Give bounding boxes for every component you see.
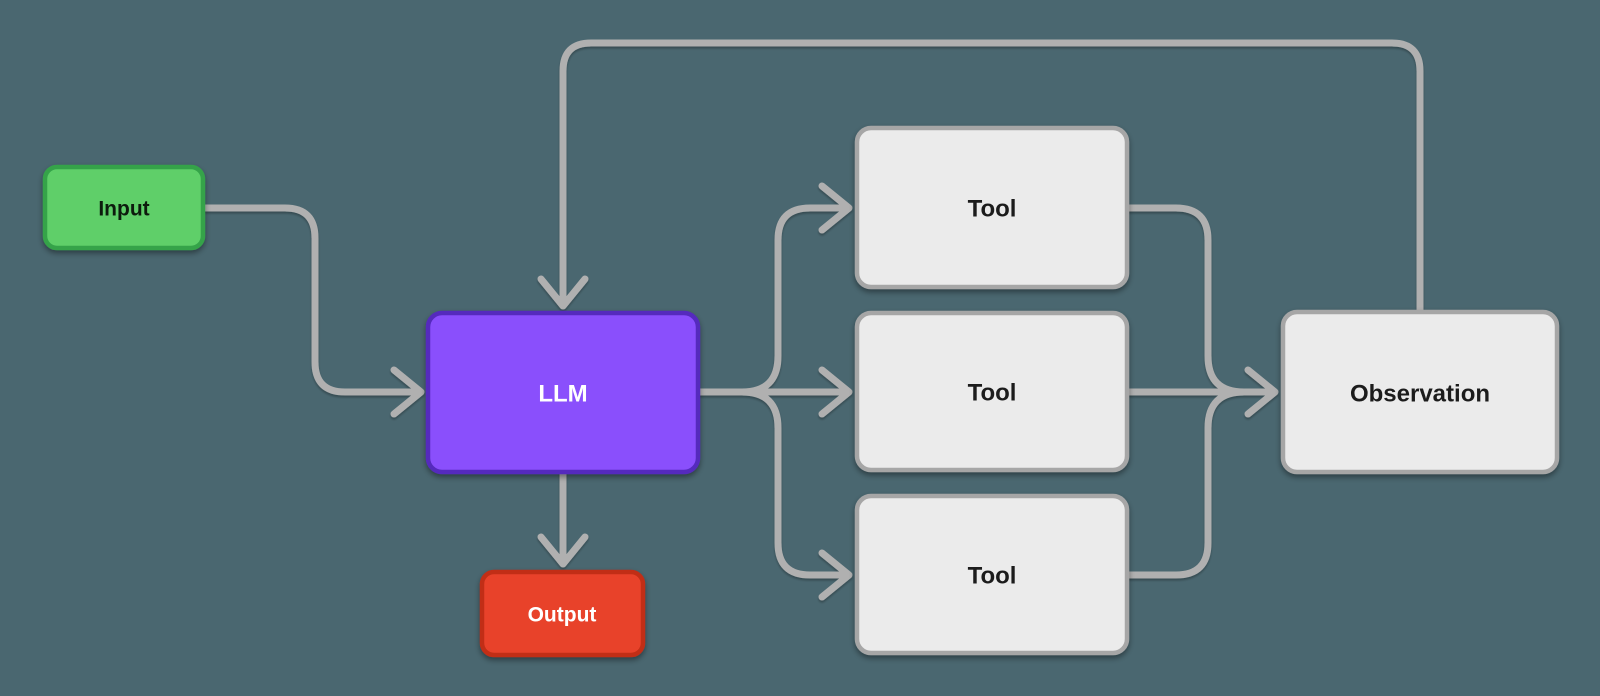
- node-llm-label: LLM: [538, 380, 587, 407]
- node-observation-box: [1280, 309, 1560, 475]
- nodes-layer: Input LLM Output Tool Tool Tool Observat…: [42, 125, 1560, 658]
- node-tool-3: Tool: [854, 493, 1130, 656]
- arrowhead-input-to-llm: [390, 366, 425, 418]
- edge-observation-to-llm: [559, 39, 1424, 316]
- node-tool-1-box: [854, 125, 1130, 290]
- node-tool-1: Tool: [854, 125, 1130, 290]
- node-llm-box: [425, 310, 701, 475]
- node-llm: LLM: [425, 310, 701, 475]
- node-output-box: [479, 569, 646, 658]
- node-observation-label: Observation: [1350, 380, 1490, 407]
- arrowhead-llm-to-tool-2: [818, 366, 853, 418]
- node-input-box: [42, 164, 206, 251]
- edge-tool-1-to-observation: [1123, 204, 1248, 396]
- edge-llm-to-tool-1: [738, 204, 850, 396]
- arrowhead-llm-to-tool-3: [818, 549, 853, 601]
- arrowhead-llm-to-tool-1: [818, 182, 853, 234]
- node-tool-3-box: [854, 493, 1130, 656]
- edges-layer: [199, 39, 1424, 601]
- edge-llm-to-tool-3: [738, 388, 850, 579]
- edge-input-to-llm: [199, 204, 422, 396]
- node-output: Output: [479, 569, 646, 658]
- node-tool-2: Tool: [854, 310, 1130, 473]
- node-observation: Observation: [1280, 309, 1560, 475]
- node-input-label: Input: [98, 197, 149, 220]
- arrowhead-tools-to-observation: [1244, 366, 1279, 418]
- edge-tool-3-to-observation: [1123, 388, 1248, 579]
- node-tool-1-label: Tool: [968, 195, 1017, 222]
- node-tool-2-box: [854, 310, 1130, 473]
- node-output-label: Output: [528, 603, 597, 626]
- node-tool-3-label: Tool: [968, 562, 1017, 589]
- node-input: Input: [42, 164, 206, 251]
- arrowhead-llm-to-output: [537, 533, 589, 568]
- node-tool-2-label: Tool: [968, 379, 1017, 406]
- arrowhead-observation-to-llm: [537, 275, 589, 310]
